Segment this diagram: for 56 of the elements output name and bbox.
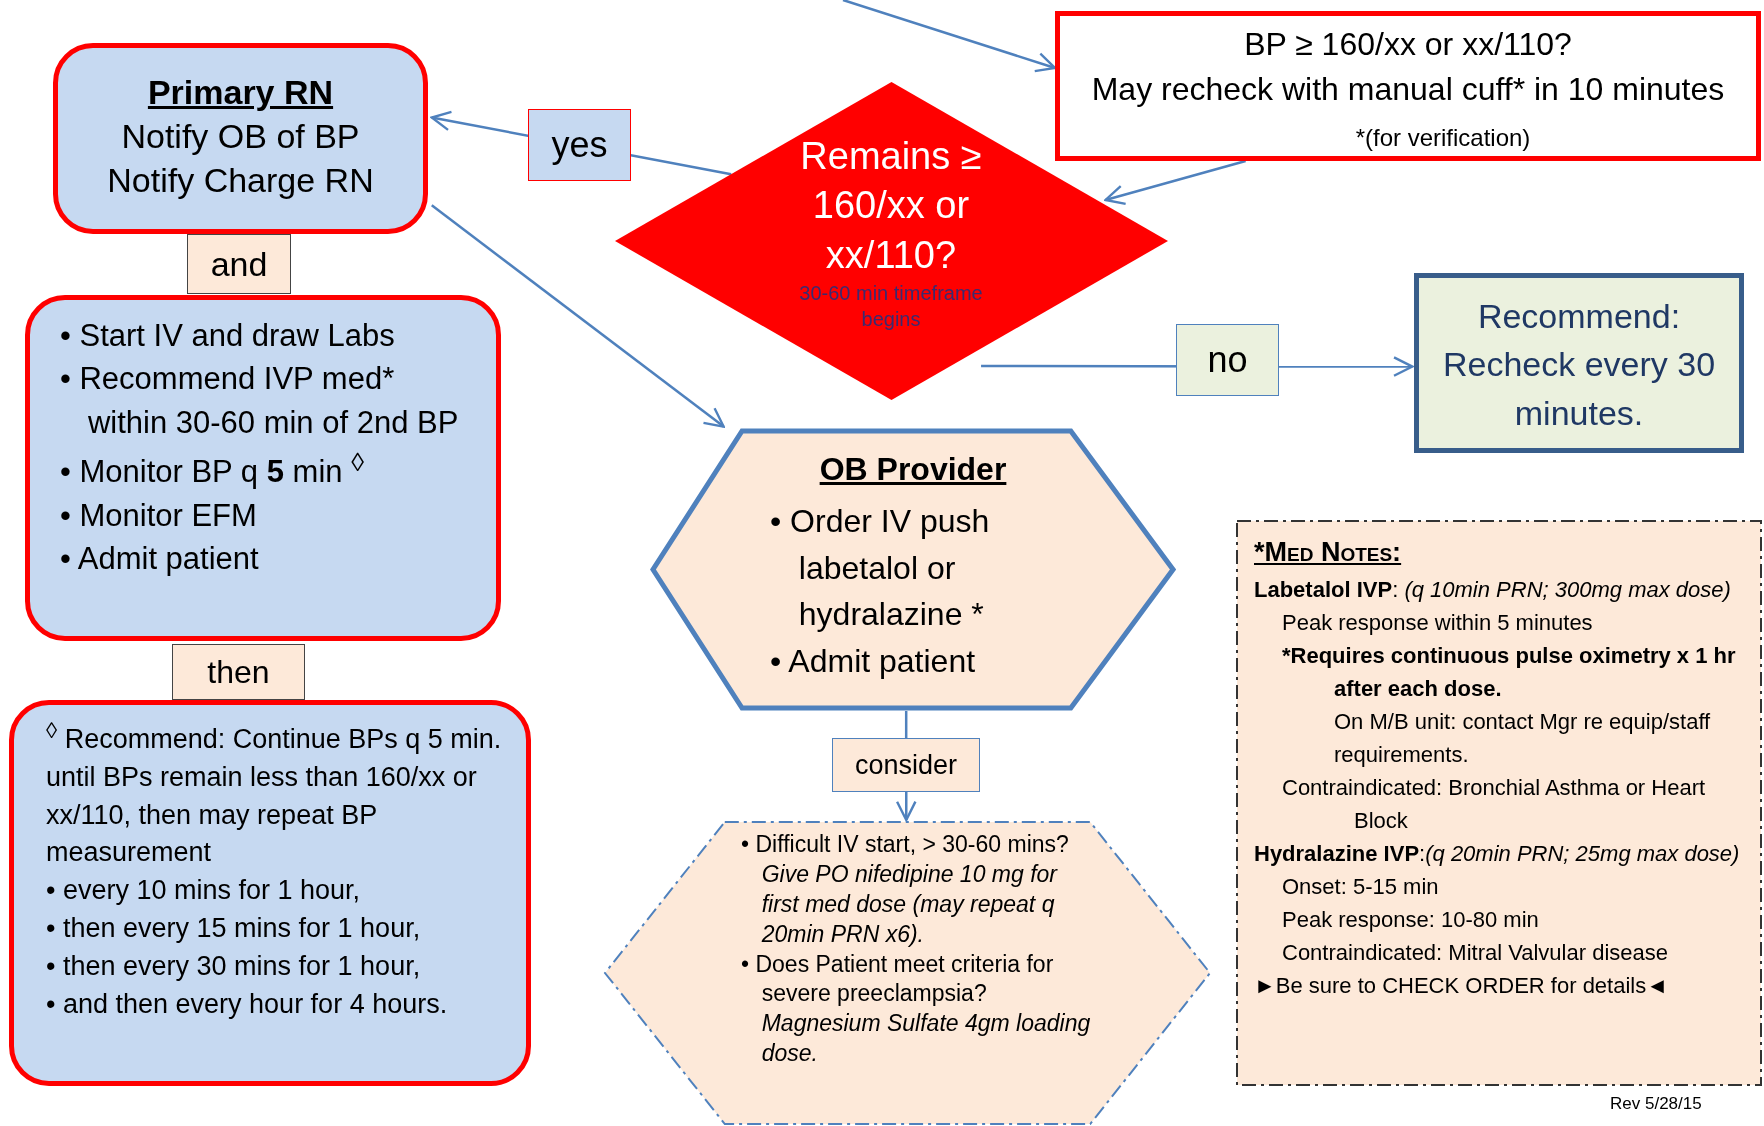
list-item: • Does Patient meet criteria for severe preeclampsia? Magnesium Sulfate 4gm loading dose. — [741, 949, 1092, 1069]
notes-panel — [1236, 520, 1762, 1086]
list-item: • Order IV push labetalol or hydralazine * — [770, 502, 991, 635]
edge-label: yes — [528, 109, 631, 181]
connector-text: then — [206, 653, 271, 692]
body-text: $^{◊}$ Recommend: Continue BPs q 5 min. until BPs remain less than 160/xx or xx/110, then may repeat BP measurement — [46, 717, 502, 870]
body-text: Peak response: 10-80 min — [1281, 905, 1540, 934]
heading: OB Provider — [818, 450, 1008, 489]
arrow — [981, 356, 1414, 377]
list-item: • then every 15 mins for 1 hour, — [46, 912, 422, 945]
list-item: • Admit patient — [60, 540, 260, 579]
arrow — [430, 110, 732, 176]
list-item: • every 10 mins for 1 hour, — [46, 874, 362, 908]
question-text: Remains ≥ 160/xx or xx/110? — [799, 134, 983, 278]
body-text: Hydralazine IVP:(q 20min PRN; 25mg max dose) — [1254, 839, 1741, 868]
process-box — [53, 43, 428, 234]
list-item: • Admit patient — [770, 641, 977, 681]
body-text: ►Be sure to CHECK ORDER for details◄ — [1254, 971, 1669, 1000]
body-text: Notify Charge RN — [106, 160, 375, 202]
arrow — [895, 711, 917, 822]
hexagon-node — [650, 428, 1176, 711]
hexagon-node — [603, 820, 1212, 1126]
body-text: On M/B unit: contact Mgr re equip/staff requirements. — [1333, 707, 1712, 769]
process-box — [9, 700, 531, 1086]
arrow — [1104, 159, 1246, 206]
arrow — [842, 0, 1057, 73]
body-text: Onset: 5-15 min — [1281, 872, 1440, 901]
connector-tag — [172, 644, 305, 700]
body-text: Recommend: Recheck every 30 minutes. — [1441, 296, 1717, 434]
body-text: Contraindicated: Bronchial Asthma or Heart Block — [1281, 773, 1707, 835]
body-text: BP ≥ 160/xx or xx/110? — [1243, 25, 1573, 64]
body-text: Peak response within 5 minutes — [1281, 608, 1594, 637]
arrow — [431, 204, 725, 428]
list-item: • Monitor EFM — [60, 496, 258, 535]
edge-label: consider — [832, 738, 980, 792]
list-item: • Start IV and draw Labs — [60, 317, 396, 355]
list-item: • then every 30 mins for 1 hour, — [46, 949, 422, 983]
process-box — [25, 295, 501, 641]
body-text: *(for verification) — [1355, 122, 1531, 153]
note-text: 30-60 min timeframe begins — [798, 281, 984, 333]
list-item: • and then every hour for 4 hours. — [46, 987, 449, 1021]
body-text: *Requires continuous pulse oximetry x 1 hr after each dose. — [1281, 641, 1737, 703]
edge-label: no — [1176, 324, 1279, 396]
heading: Primary RN — [146, 72, 335, 113]
body-text: May recheck with manual cuff* in 10 minutes — [1091, 71, 1725, 108]
revision-note: Rev 5/28/15 — [1610, 1094, 1702, 1114]
connector-text: and — [209, 244, 269, 285]
process-box — [1055, 11, 1761, 161]
list-item: • Difficult IV start, > 30-60 mins? Give PO nifedipine 10 mg for first med dose (may repeat q 20min PRN x6). — [741, 830, 1070, 949]
heading: *Med Notes: — [1254, 536, 1403, 569]
body-text: Labetalol IVP: (q 10min PRN; 300mg max dose) — [1254, 575, 1732, 604]
body-text: Contraindicated: Mitral Valvular disease — [1281, 938, 1669, 967]
body-text: Notify OB of BP — [120, 116, 361, 158]
connector-tag — [187, 234, 291, 294]
process-box — [1414, 273, 1744, 453]
list-item: • Monitor BP q 5 min $^{◊}$ — [60, 447, 365, 492]
